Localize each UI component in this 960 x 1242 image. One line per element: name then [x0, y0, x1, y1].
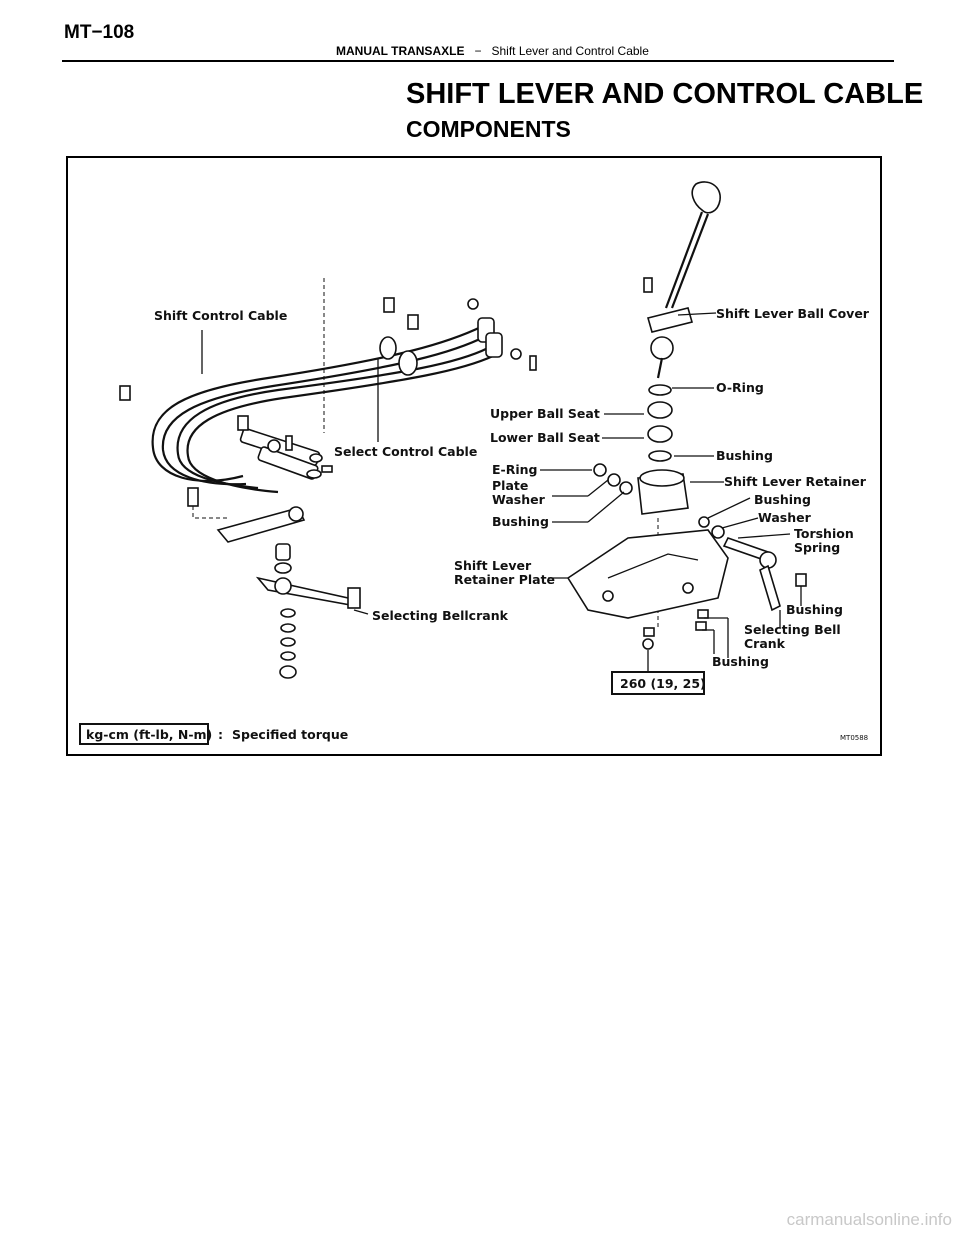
label-e-ring: E-Ring [492, 462, 537, 477]
watermark: carmanualsonline.info [786, 1210, 952, 1229]
label-selecting-bellcrank: Selecting Bellcrank [372, 608, 509, 623]
label-bushing-right: Bushing [754, 492, 811, 507]
torque-legend: kg-cm (ft-lb, N-m) : Specified torque MT… [79, 723, 868, 745]
label-bushing-bottom: Bushing [712, 654, 769, 669]
label-washer: Washer [758, 510, 812, 525]
legend-text: Specified torque [232, 727, 348, 742]
label-upper-ball-seat: Upper Ball Seat [490, 406, 600, 421]
label-selecting-bell-crank-line1: Selecting Bell [744, 622, 841, 637]
label-bushing-bell: Bushing [786, 602, 843, 617]
label-plate-washer-line1: Plate [492, 478, 528, 493]
page-subtitle: COMPONENTS [406, 116, 571, 142]
label-selecting-bell-crank-line2: Crank [744, 636, 786, 651]
label-select-control-cable: Select Control Cable [334, 444, 477, 459]
label-lower-ball-seat: Lower Ball Seat [490, 430, 600, 445]
label-torsion-spring-line2: Spring [794, 540, 840, 555]
small-parts-center [321, 463, 633, 495]
shift-lever-drawing [637, 181, 721, 628]
label-retainer-plate-line2: Retainer Plate [454, 572, 555, 587]
label-bushing-left: Bushing [492, 514, 549, 529]
leader-lines [201, 312, 802, 672]
page-number: MT−108 [64, 22, 135, 43]
figure-code: MT0588 [840, 734, 868, 742]
label-o-ring: O-Ring [716, 380, 764, 395]
selecting-bellcrank-drawing [187, 487, 361, 679]
shift-control-cable-drawing [151, 317, 495, 486]
label-torsion-spring-line1: Torshion [794, 526, 854, 541]
diagram-labels: Shift Control Cable Select Control Cable… [154, 306, 870, 669]
page-title: SHIFT LEVER AND CONTROL CABLE [406, 78, 924, 110]
running-header: MANUAL TRANSAXLE−Shift Lever and Control… [336, 44, 649, 58]
header-rule [62, 60, 894, 62]
section-name: MANUAL TRANSAXLE [336, 44, 465, 58]
legend-unit: kg-cm (ft-lb, N-m) [86, 727, 212, 742]
torque-callout: 260 (19, 25) [611, 671, 706, 695]
selecting-bell-crank-drawing [642, 516, 807, 650]
diagram-drawing: Shift Control Cable Select Control Cable… [79, 181, 870, 745]
label-shift-control-cable: Shift Control Cable [154, 308, 287, 323]
label-shift-lever-retainer: Shift Lever Retainer [724, 474, 867, 489]
select-control-cable-drawing [176, 332, 503, 494]
shift-lever-retainer-plate-drawing [566, 529, 729, 619]
legend-colon: : [218, 727, 223, 742]
topic-name: Shift Lever and Control Cable [491, 44, 649, 58]
components-diagram: Shift Control Cable Select Control Cable… [66, 156, 882, 756]
torque-value: 260 (19, 25) [620, 676, 706, 691]
cable-clips [119, 278, 537, 479]
label-retainer-plate-line1: Shift Lever [454, 558, 532, 573]
label-shift-lever-ball-cover: Shift Lever Ball Cover [716, 306, 870, 321]
label-bushing-top: Bushing [716, 448, 773, 463]
label-plate-washer-line2: Washer [492, 492, 546, 507]
header-separator: − [474, 44, 482, 58]
